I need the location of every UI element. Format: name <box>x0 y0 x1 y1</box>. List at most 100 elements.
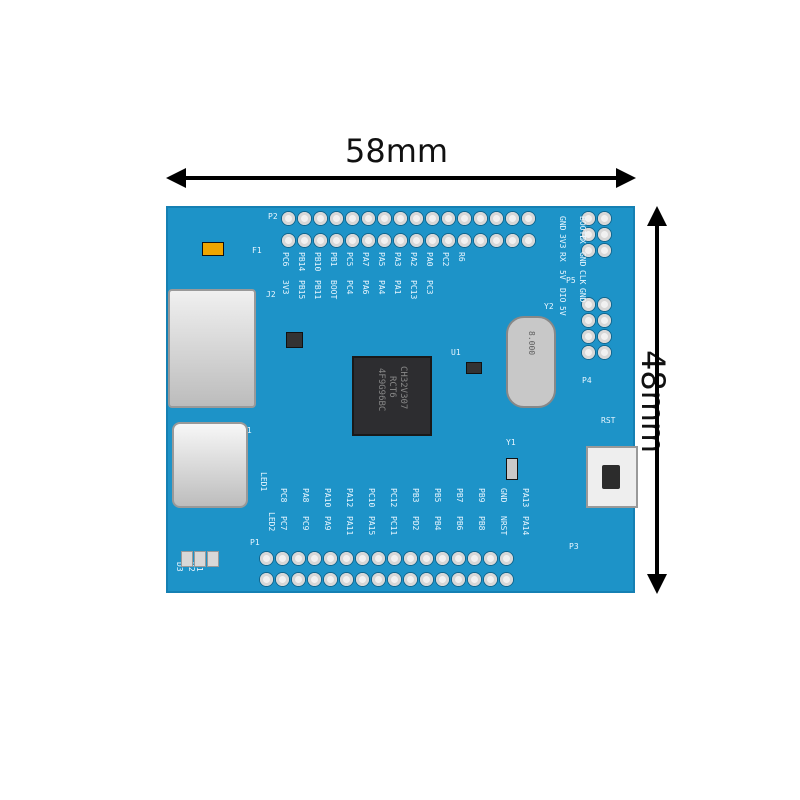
header-pin <box>522 212 535 225</box>
led-pad <box>207 551 219 567</box>
chip-line-2: RCT6 <box>387 376 397 398</box>
header-pin <box>500 552 513 565</box>
header-pin <box>276 552 289 565</box>
header-pin <box>474 212 487 225</box>
p3-label: P3 <box>569 542 579 551</box>
header-pin <box>474 234 487 247</box>
header-pin <box>324 552 337 565</box>
header-pin <box>346 212 359 225</box>
p1-label: P1 <box>250 538 260 547</box>
right-side-pin-label: TX <box>578 234 587 244</box>
led1-label: LED1 <box>259 472 268 492</box>
f1-label: F1 <box>252 246 262 255</box>
top-header-label: PC5 <box>345 252 354 267</box>
top-header-sub-label: 3V3 <box>281 280 290 295</box>
p2-label: P2 <box>268 212 278 221</box>
header-pin <box>598 346 611 359</box>
chip-line-1: CH32V307 <box>398 366 408 410</box>
top-header-label: PB10 <box>313 252 322 272</box>
bottom-header-label: PC10 <box>367 488 376 508</box>
header-pin <box>598 330 611 343</box>
small-component <box>466 362 482 374</box>
bottom-header-label: PA10 <box>323 488 332 508</box>
u1-label: U1 <box>451 348 461 357</box>
header-pin <box>582 212 595 225</box>
header-pin <box>292 552 305 565</box>
bottom-header-label: PA12 <box>345 488 354 508</box>
header-pin <box>346 234 359 247</box>
top-header-sub-label: PB15 <box>297 280 306 300</box>
right-side-pin-label: CLK <box>578 270 587 285</box>
top-header-sub-label: BOOT <box>329 280 338 300</box>
led-pad <box>194 551 206 567</box>
header-pin <box>484 573 497 586</box>
header-pin <box>330 234 343 247</box>
header-pin <box>298 234 311 247</box>
top-header-sub-label: PC13 <box>409 280 418 300</box>
header-pin <box>442 212 455 225</box>
header-pin <box>394 234 407 247</box>
bottom-header-label: GND <box>499 488 508 503</box>
header-pin <box>420 573 433 586</box>
bottom-header-label: PB5 <box>433 488 442 503</box>
height-dimension-label: 48mm <box>634 350 672 454</box>
bottom-header-sub-label: PC9 <box>301 516 310 531</box>
header-pin <box>598 314 611 327</box>
header-pin <box>452 552 465 565</box>
reset-button[interactable] <box>586 446 638 508</box>
usb-a-connector <box>168 289 256 408</box>
header-pin <box>582 330 595 343</box>
top-header-label: PA7 <box>361 252 370 267</box>
header-pin <box>582 244 595 257</box>
crystal-text: 8.000 <box>527 331 536 356</box>
header-pin <box>468 552 481 565</box>
header-pin <box>372 552 385 565</box>
header-pin <box>330 212 343 225</box>
led-pad <box>181 551 193 567</box>
header-pin <box>260 573 273 586</box>
bottom-header-sub-label: PC7 <box>279 516 288 531</box>
header-pin <box>388 552 401 565</box>
header-pin <box>452 573 465 586</box>
header-pin <box>490 234 503 247</box>
header-pin <box>282 212 295 225</box>
bottom-header-sub-label: PB4 <box>433 516 442 531</box>
header-pin <box>420 552 433 565</box>
header-pin <box>582 314 595 327</box>
header-pin <box>362 234 375 247</box>
top-header-label: PA3 <box>393 252 402 267</box>
top-arrowhead-icon <box>647 206 667 226</box>
top-pin-header <box>282 212 535 247</box>
chip-line-3: 4F9G96BC <box>376 368 386 412</box>
top-header-sub-label: PA6 <box>361 280 370 295</box>
header-pin <box>598 298 611 311</box>
bottom-header-label: PA13 <box>521 488 530 508</box>
bottom-header-sub-label: PB6 <box>455 516 464 531</box>
right-side-pin-label: GND <box>578 288 587 303</box>
header-pin <box>500 573 513 586</box>
bottom-header-sub-label: PC11 <box>389 516 398 536</box>
top-header-label: PC2 <box>441 252 450 267</box>
right-side-pin-label: 3V3 <box>558 234 567 249</box>
p5-label: P5 <box>566 276 576 285</box>
led2-label: LED2 <box>267 512 276 532</box>
header-pin <box>598 244 611 257</box>
left-arrowhead-icon <box>166 168 186 188</box>
header-pin <box>292 573 305 586</box>
usb-c-connector <box>172 422 248 508</box>
header-pin <box>314 212 327 225</box>
bottom-header-label: PB7 <box>455 488 464 503</box>
bottom-header-sub-label: PD2 <box>411 516 420 531</box>
header-pin <box>582 228 595 241</box>
right-side-pin-label: 5V <box>558 306 567 316</box>
header-pin <box>308 552 321 565</box>
width-dimension-line <box>182 176 620 180</box>
bottom-arrowhead-icon <box>647 574 667 594</box>
y2-label: Y2 <box>544 302 554 311</box>
header-pin <box>484 552 497 565</box>
header-pin <box>324 573 337 586</box>
header-pin <box>410 234 423 247</box>
bottom-header-sub-label: PA14 <box>521 516 530 536</box>
right-side-pin-label: DIO <box>558 288 567 303</box>
header-pin <box>582 346 595 359</box>
